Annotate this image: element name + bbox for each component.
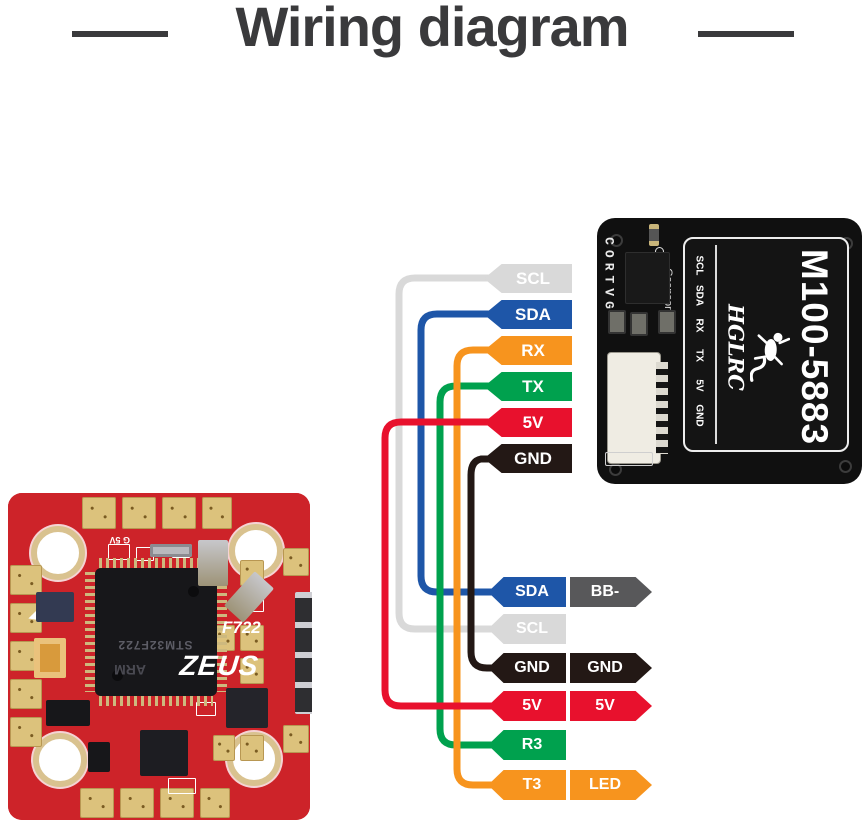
- hglrc-logo-text: HGLRC: [723, 304, 749, 391]
- pin-tag-label: RX: [521, 340, 545, 360]
- title-dash-right: [698, 31, 794, 37]
- fc-tag-label: T3: [522, 776, 542, 793]
- ic-chip: [140, 730, 188, 776]
- wire-gnd: [467, 455, 492, 672]
- gps-connector-pins: [656, 362, 668, 454]
- fc-model-text: F722: [222, 618, 261, 637]
- smd-component: [46, 700, 90, 726]
- solder-pad: [80, 788, 114, 818]
- silkscreen-box: [168, 778, 196, 794]
- title-dash-left: [72, 31, 168, 37]
- fc-tag-t3: T3: [488, 770, 566, 800]
- solder-pad: [200, 788, 230, 818]
- mounting-hole: [229, 524, 283, 578]
- smd-component: [88, 742, 110, 772]
- solder-pad: [82, 497, 116, 529]
- shield-divider-line: [715, 245, 717, 444]
- fc-tag-label: SCL: [516, 620, 548, 637]
- fc-tag-label: SDA: [515, 583, 549, 600]
- solder-pad: [10, 565, 42, 595]
- fc-tag-gnd: GND: [488, 653, 566, 683]
- pin-tag-rx: RX: [484, 336, 572, 365]
- aux-tag-label: LED: [589, 776, 621, 793]
- pin1-dot: [188, 586, 199, 597]
- mcu-pins: [217, 572, 227, 692]
- gps-connector: [607, 352, 661, 464]
- solder-pad: [10, 679, 42, 709]
- solder-pad: [120, 788, 154, 818]
- pin-tag-label: SCL: [516, 268, 550, 288]
- aux-tag-5v: 5V: [570, 691, 652, 721]
- usb-connector: [295, 592, 312, 714]
- pin-tag-gnd: GND: [484, 444, 572, 473]
- smd-component: [608, 310, 626, 334]
- solder-pad: [240, 625, 264, 651]
- mcu-pins: [99, 696, 213, 706]
- wire-5v: [381, 418, 492, 710]
- gps-pin-gnd: GND: [693, 404, 705, 427]
- solder-pad: [283, 725, 309, 753]
- fc-tag-scl: SCL: [488, 614, 566, 644]
- fc-tag-r3: R3: [488, 730, 566, 760]
- solder-pad: [202, 497, 232, 529]
- mounting-hole: [33, 733, 87, 787]
- gps-model-text: M100-5883: [794, 248, 835, 446]
- mcu-pins: [85, 572, 95, 692]
- fc-tag-label: GND: [514, 659, 550, 676]
- smd-component: [649, 224, 659, 246]
- pin-tag-label: GND: [514, 448, 552, 468]
- title-row: Wiring diagram: [0, 0, 864, 80]
- pin1-dot: [112, 670, 123, 681]
- gps-shield-can: SCL SDA RX TX 5V GND HGLRC M100-5883: [683, 237, 849, 452]
- fc-tag-5v: 5V: [488, 691, 566, 721]
- aux-tag-label: GND: [587, 659, 623, 676]
- aux-tag-label: 5V: [595, 697, 615, 714]
- screw-hole: [610, 234, 623, 247]
- fc-tag-sda: SDA: [488, 577, 566, 607]
- wire-rx-t3: [453, 346, 492, 789]
- solder-pad: [240, 735, 264, 761]
- gps-connector-label: [605, 452, 653, 466]
- pin-tag-label: SDA: [515, 304, 551, 324]
- aux-tag-gnd: GND: [570, 653, 652, 683]
- screw-hole: [839, 460, 852, 473]
- mcu-marking-arm: ARM: [114, 662, 146, 678]
- pin-tag-5v: 5V: [484, 408, 572, 437]
- solder-pad: [240, 658, 264, 684]
- wire-tx-r3: [436, 382, 492, 749]
- solder-pad: [122, 497, 156, 529]
- pin-tag-tx: TX: [484, 372, 572, 401]
- aux-tag-led: LED: [570, 770, 652, 800]
- pin-tag-scl: SCL: [484, 264, 572, 293]
- smd-component: [658, 310, 676, 334]
- solder-pad: [283, 548, 309, 576]
- wire-sda: [417, 310, 492, 596]
- fc-silk-text: G 5V: [109, 535, 130, 545]
- smd-component: [630, 312, 648, 336]
- capacitor: [198, 540, 228, 586]
- screw-hole: [609, 463, 622, 476]
- pin-tag-sda: SDA: [484, 300, 572, 329]
- pin-tag-label: TX: [522, 376, 544, 396]
- lizard-logo-icon: [750, 332, 790, 382]
- tantalum-capacitor: [34, 638, 66, 678]
- fc-brand-logo: ZEUS: [178, 650, 261, 681]
- wire-scl: [395, 274, 492, 633]
- ic-chip: [226, 688, 268, 728]
- fc-tag-label: 5V: [522, 697, 542, 714]
- aux-tag-bb-minus: BB-: [570, 577, 652, 607]
- fc-tag-label: R3: [521, 736, 543, 753]
- smd-resistor: [150, 544, 192, 557]
- gps-side-text: CORTVG: [601, 237, 617, 314]
- mcu-pins: [99, 558, 213, 568]
- solder-pad: [213, 735, 235, 761]
- page-title: Wiring diagram: [235, 0, 629, 58]
- pin-tag-label: 5V: [522, 412, 544, 432]
- compass-chip: [625, 252, 670, 304]
- aux-tag-label: BB-: [590, 583, 620, 600]
- smd-component: [36, 592, 74, 622]
- solder-pad: [10, 717, 42, 747]
- solder-pad: [162, 497, 196, 529]
